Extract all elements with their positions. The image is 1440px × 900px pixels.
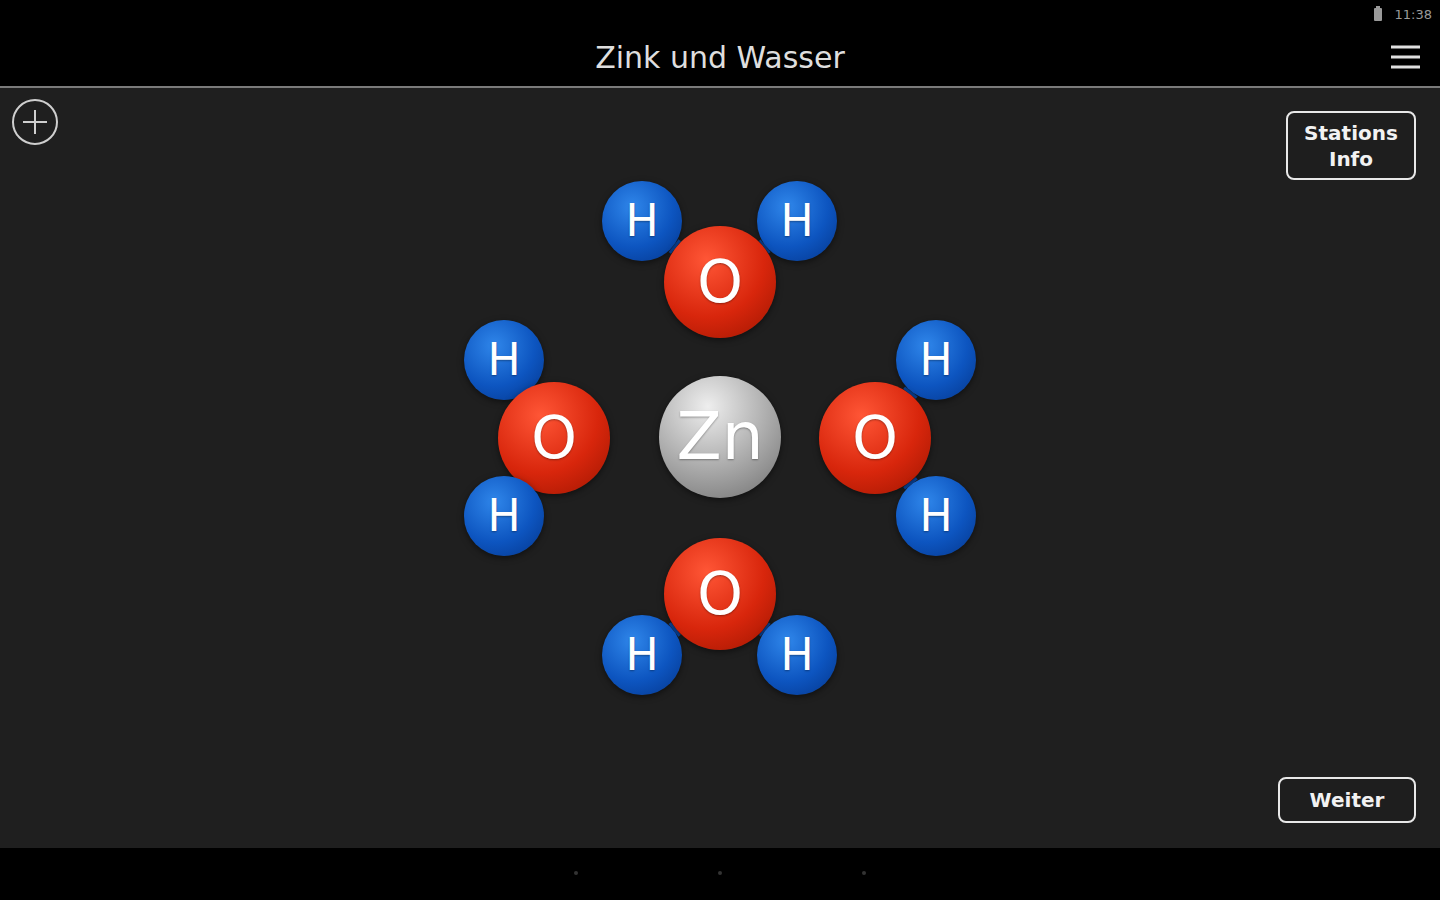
element-symbol: O [697,253,743,311]
element-symbol: H [780,633,813,677]
nav-dot [718,871,722,875]
status-time: 11:38 [1395,7,1432,23]
element-symbol: H [919,338,952,382]
hydrogen-atom: H [896,476,976,556]
oxygen-atom: O [664,226,776,338]
hydrogen-atom: H [464,476,544,556]
action-button: Stations Info [1286,111,1416,180]
oxygen-atom: O [819,382,931,494]
nav-dot [574,871,578,875]
hydrogen-atom: H [896,320,976,400]
oxygen-atom: O [664,538,776,650]
header-divider [0,86,1440,88]
element-symbol: H [625,633,658,677]
element-symbol: H [919,494,952,538]
header-bar [0,0,1440,86]
hydrogen-atom: H [757,615,837,695]
zinc-atom: Zn [659,376,781,498]
nav-dot [862,871,866,875]
button-label: Stations Info [1298,120,1404,172]
element-symbol: O [531,409,577,467]
hydrogen-atom: H [757,181,837,261]
battery-icon [1374,6,1382,21]
add-icon [13,100,57,144]
menu-icon [1391,47,1420,67]
element-symbol: Zn [676,404,763,470]
element-symbol: H [487,494,520,538]
element-symbol: O [852,409,898,467]
navigation-bar [0,848,1440,900]
hydrogen-atom: H [602,615,682,695]
content-area [0,88,1440,848]
element-symbol: H [780,199,813,243]
action-button: Weiter [1278,777,1416,823]
hydrogen-atom: H [602,181,682,261]
element-symbol: H [625,199,658,243]
button-label: Weiter [1310,787,1385,813]
screen-title: Zink und Wasser [0,38,1440,78]
element-symbol: O [697,565,743,623]
element-symbol: H [487,338,520,382]
